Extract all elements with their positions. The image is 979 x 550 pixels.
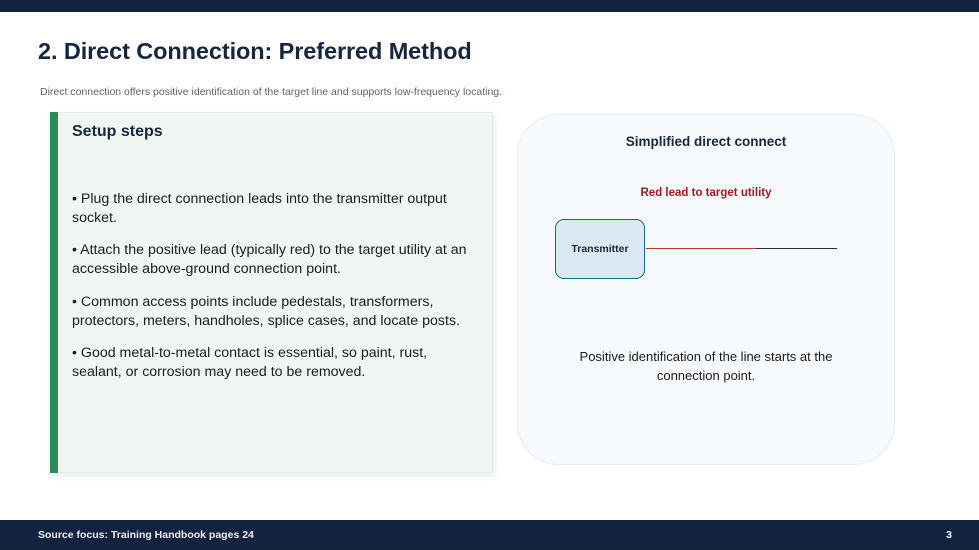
transmitter-node: Transmitter	[555, 219, 645, 279]
transmitter-label: Transmitter	[571, 243, 629, 255]
setup-steps-content: Setup steps • Plug the direct connection…	[72, 121, 478, 396]
setup-steps-list: • Plug the direct connection leads into …	[72, 190, 478, 382]
footer-source-text: Source focus: Training Handbook pages 24	[38, 529, 254, 541]
card-accent-bar	[50, 112, 58, 473]
setup-steps-heading: Setup steps	[72, 123, 163, 140]
setup-steps-card: Setup steps • Plug the direct connection…	[50, 112, 493, 473]
list-item: • Common access points include pedestals…	[72, 293, 460, 329]
diagram-caption: Positive identification of the line star…	[579, 349, 833, 383]
red-lead-line	[646, 247, 756, 250]
list-item: • Good metal-to-metal contact is essenti…	[72, 345, 428, 381]
list-item: • Plug the direct connection leads into …	[72, 191, 447, 226]
red-lead-label: Red lead to target utility	[640, 187, 772, 199]
page-number: 3	[946, 529, 952, 541]
diagram-title: Simplified direct connect	[625, 134, 787, 149]
diagram-panel: Simplified direct connect Red lead to ta…	[517, 114, 895, 465]
top-accent-bar	[0, 0, 979, 12]
footer-bar: Source focus: Training Handbook pages 24…	[0, 520, 979, 550]
list-item: • Attach the positive lead (typically re…	[72, 242, 467, 278]
target-utility-line	[756, 247, 837, 250]
page-title: 2. Direct Connection: Preferred Method	[38, 38, 472, 64]
page-subtitle: Direct connection offers positive identi…	[40, 86, 503, 98]
